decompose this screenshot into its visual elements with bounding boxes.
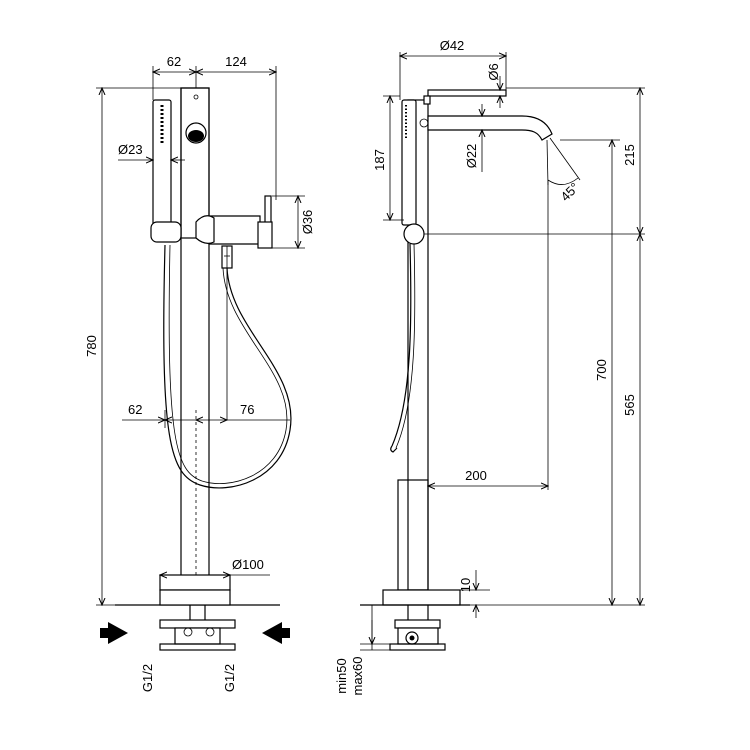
dim-hose-right: 76 [240, 402, 254, 417]
front-upper-body [180, 87, 210, 239]
inlet-arrow-right [262, 622, 290, 644]
dim-handshower-dia: Ø23 [118, 142, 143, 157]
front-outlet [185, 122, 207, 144]
dim-handle-thk: Ø6 [486, 63, 501, 80]
dim-spout-top-dia: Ø42 [440, 38, 465, 53]
side-handle [427, 89, 507, 97]
front-floor-fitting [159, 605, 236, 651]
dim-front-124: 124 [225, 54, 247, 69]
dim-base-dia: Ø100 [232, 557, 264, 572]
front-view: 62 124 Ø23 Ø36 780 62 76 Ø100 G1/2 G1/2 [84, 54, 315, 692]
front-mixer-body [208, 215, 261, 245]
front-base [159, 574, 231, 591]
front-holder [150, 221, 182, 243]
dim-total-height: 780 [84, 335, 99, 357]
inlet-arrow-left [100, 622, 128, 644]
side-floor-fitting [389, 605, 446, 651]
dim-inlet-right: G1/2 [222, 664, 237, 692]
dim-upper-height: 187 [372, 149, 387, 171]
side-spout [427, 115, 553, 141]
dim-floor-min: min50 [334, 658, 349, 693]
dim-hose-left: 62 [128, 402, 142, 417]
dim-inlet-left: G1/2 [140, 664, 155, 692]
side-holder [403, 223, 425, 245]
dim-floor-max: max60 [350, 656, 365, 695]
dim-reach: 200 [465, 468, 487, 483]
dim-front-62-top: 62 [167, 54, 181, 69]
dim-spout-height: 700 [594, 359, 609, 381]
dim-angle: 45° [558, 180, 583, 205]
front-handshower [152, 99, 172, 229]
side-view: Ø42 Ø6 Ø22 187 215 45° 700 565 200 10 mi… [334, 38, 645, 696]
dim-mixer-dia: Ø36 [300, 210, 315, 235]
dim-spout-drop: 215 [622, 144, 637, 166]
side-hose [391, 243, 412, 447]
dim-spout-dia: Ø22 [464, 144, 479, 169]
front-column [180, 87, 210, 591]
dim-base-thk: 10 [458, 578, 473, 592]
dim-mixer-height: 565 [622, 394, 637, 416]
side-handshower [401, 99, 417, 226]
